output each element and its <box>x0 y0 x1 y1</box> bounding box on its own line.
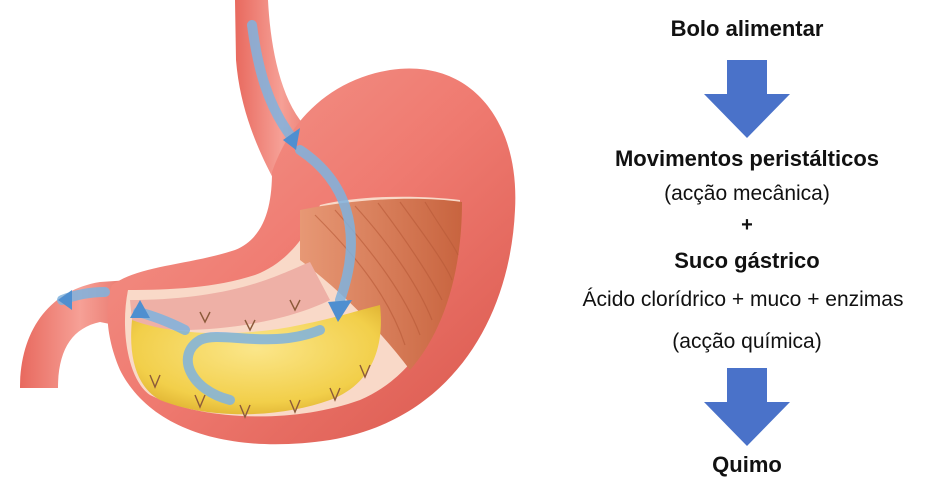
down-arrow-icon <box>702 368 792 448</box>
stomach-illustration <box>0 0 540 482</box>
down-arrow-icon <box>702 60 792 140</box>
step-mechanical-action-note: (acção mecânica) <box>545 182 949 206</box>
step-chemical-action-note: (acção química) <box>545 330 949 354</box>
digestion-flowchart: Bolo alimentar Movimentos peristálticos … <box>545 0 949 482</box>
plus-sign: + <box>545 214 949 237</box>
step-suco-gastrico: Suco gástrico <box>545 248 949 274</box>
step-bolo-alimentar: Bolo alimentar <box>545 16 949 42</box>
step-movimentos-peristalticos: Movimentos peristálticos <box>545 146 949 172</box>
step-quimo: Quimo <box>545 452 949 478</box>
step-gastric-juice-components: Ácido clorídrico + muco + enzimas <box>541 288 945 312</box>
